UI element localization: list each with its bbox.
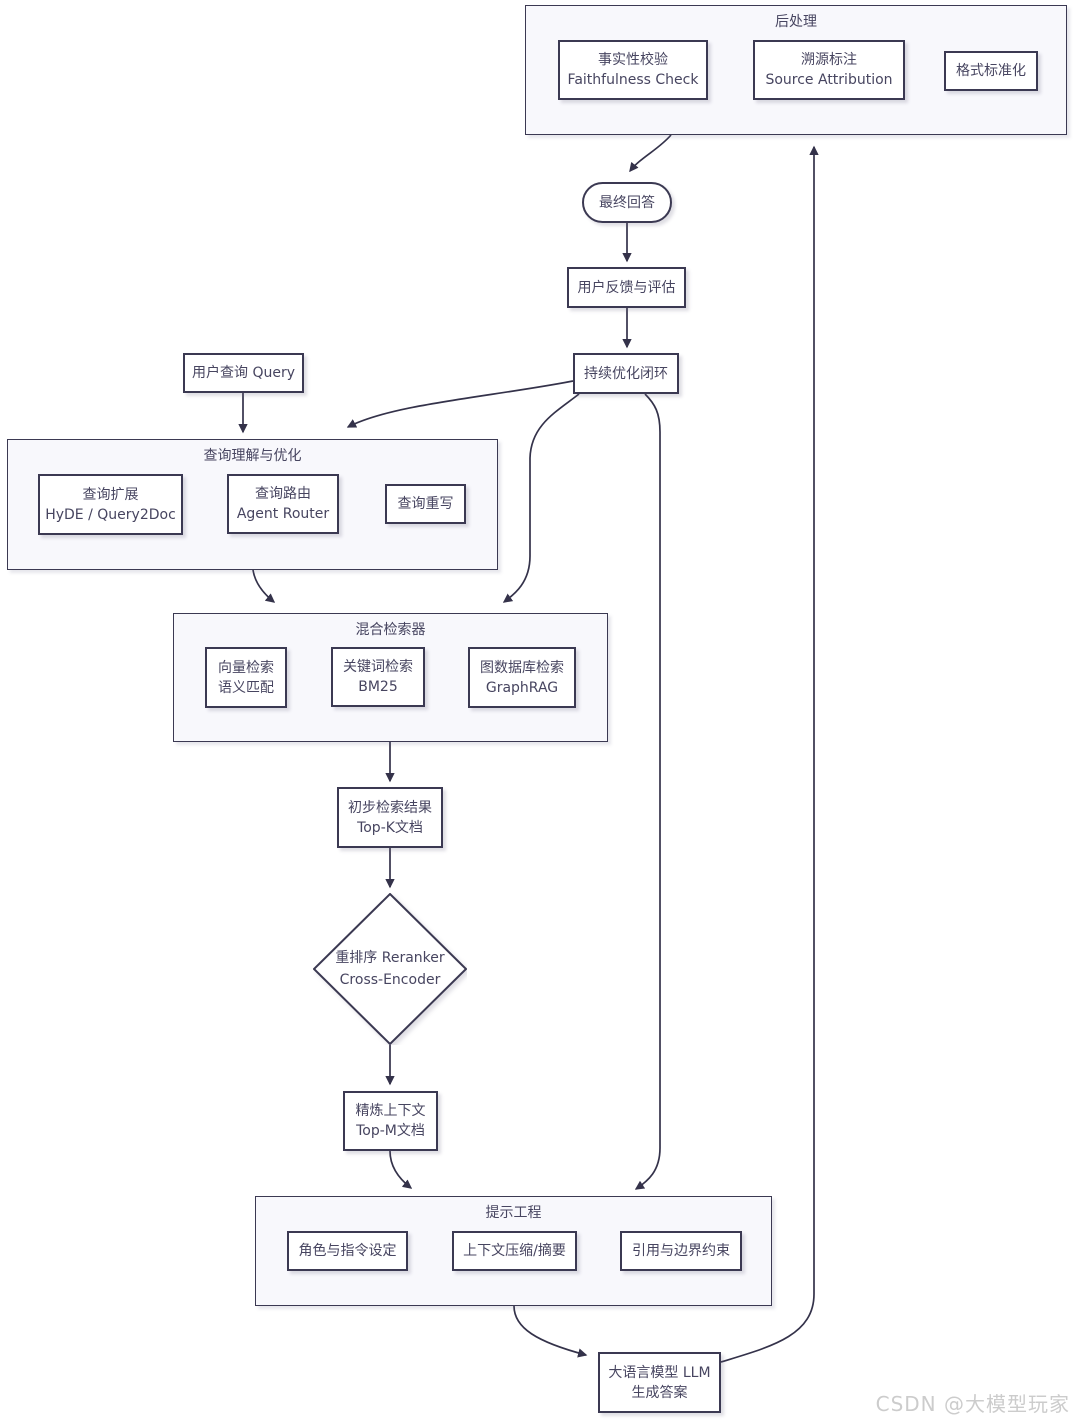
node-continuous-optimization: 持续优化闭环 xyxy=(573,353,679,394)
node-citation-constraints: 引用与边界约束 xyxy=(620,1231,742,1271)
node-reranker-label: 重排序 Reranker Cross-Encoder xyxy=(335,950,445,988)
node-vector-search: 向量检索 语义匹配 xyxy=(205,647,287,708)
node-initial-results: 初步检索结果 Top-K文档 xyxy=(337,787,443,848)
node-source-attribution: 溯源标注 Source Attribution xyxy=(753,40,905,100)
edge-optimization-to-understanding xyxy=(346,380,574,428)
reranker-diamond-shape xyxy=(313,893,467,1045)
group-post-processing-label: 后处理 xyxy=(775,14,817,30)
node-query-rewrite: 查询重写 xyxy=(385,484,466,524)
edge-prompt-to-llm xyxy=(513,1305,588,1358)
node-user-feedback: 用户反馈与评估 xyxy=(567,267,686,308)
node-reranker: 重排序 Reranker Cross-Encoder xyxy=(313,893,467,1045)
node-refined-context: 精炼上下文 Top-M文档 xyxy=(343,1091,438,1151)
node-role-instruction: 角色与指令设定 xyxy=(287,1231,408,1271)
node-keyword-search: 关键词检索 BM25 xyxy=(331,647,425,707)
edge-llm-to-postprocessing xyxy=(720,145,819,1363)
node-faithfulness-check: 事实性校验 Faithfulness Check xyxy=(558,40,708,100)
node-context-compression: 上下文压缩/摘要 xyxy=(452,1231,577,1271)
watermark: CSDN @大模型玩家 xyxy=(875,1392,1070,1416)
group-prompt-engineering-label: 提示工程 xyxy=(485,1205,542,1221)
node-query-expansion: 查询扩展 HyDE / Query2Doc xyxy=(38,474,183,535)
group-hybrid-retriever-label: 混合检索器 xyxy=(355,622,426,638)
edge-understanding-to-retriever xyxy=(252,569,276,603)
node-graph-search: 图数据库检索 GraphRAG xyxy=(468,647,576,708)
node-user-query: 用户查询 Query xyxy=(183,353,304,393)
edge-postprocessing-to-final-answer xyxy=(629,134,672,173)
edge-optimization-to-retriever xyxy=(502,393,580,603)
edge-context-to-prompt xyxy=(389,1150,413,1189)
node-final-answer: 最终回答 xyxy=(582,182,672,223)
group-query-understanding-label: 查询理解与优化 xyxy=(203,448,302,464)
edge-optimization-to-prompt xyxy=(634,393,661,1190)
node-format-standardization: 格式标准化 xyxy=(944,51,1038,91)
node-llm-generation: 大语言模型 LLM 生成答案 xyxy=(598,1352,721,1413)
node-query-routing: 查询路由 Agent Router xyxy=(227,474,339,534)
